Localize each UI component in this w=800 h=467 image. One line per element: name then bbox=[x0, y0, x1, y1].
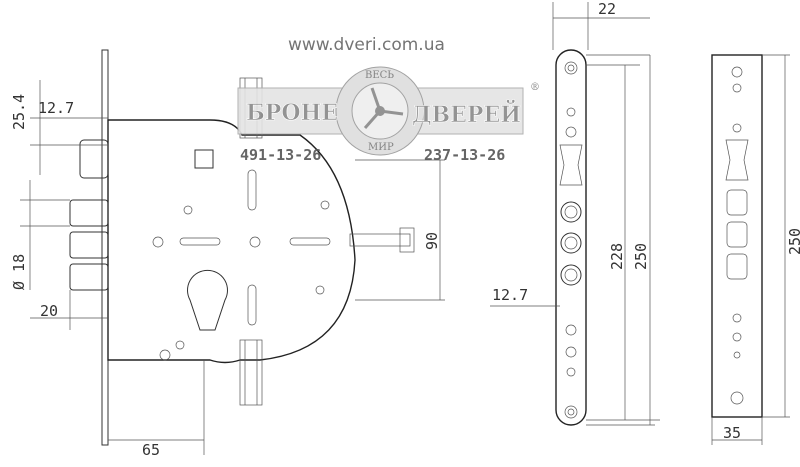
dim-bolt-diameter: Ø 18 bbox=[10, 254, 28, 290]
dim-hub-to-edge: 90 bbox=[423, 232, 441, 250]
phone-2: 237-13-26 bbox=[424, 146, 505, 164]
latch-opening bbox=[559, 144, 583, 186]
dimension-lines bbox=[20, 80, 445, 455]
phone-1: 491-13-26 bbox=[240, 146, 321, 164]
dim-backset: 65 bbox=[142, 441, 160, 459]
logo-text-right: ДВЕРЕЙ bbox=[412, 99, 521, 128]
slot bbox=[179, 237, 221, 246]
spindle-hub bbox=[194, 149, 214, 169]
lock-body-view bbox=[20, 49, 445, 455]
dim-strike-length: 250 bbox=[786, 228, 800, 255]
slot bbox=[289, 237, 331, 246]
strike-plate-view bbox=[711, 54, 790, 445]
slot bbox=[247, 169, 257, 211]
faceplate-view bbox=[490, 2, 660, 426]
logo-text-top: ВЕСЬ bbox=[365, 70, 394, 81]
logo-text-left: БРОНЕ bbox=[246, 100, 338, 126]
dim-faceplate-length: 250 bbox=[632, 243, 650, 270]
website-text: www.dveri.com.ua bbox=[288, 35, 445, 55]
cylinder-cutout bbox=[187, 269, 228, 331]
dim-strike-width: 35 bbox=[723, 424, 741, 442]
deadbolt-1 bbox=[69, 199, 109, 227]
latch-bolt bbox=[79, 139, 109, 179]
faceplate-outline bbox=[555, 49, 587, 426]
side-rod bbox=[349, 227, 415, 253]
strike-plate-outline bbox=[711, 54, 763, 418]
slot bbox=[247, 284, 257, 326]
dim-backset-offset: 12.7 bbox=[38, 99, 74, 117]
watermark: www.dveri.com.ua БРОНЕ ДВЕРЕЙ ВЕСЬ МИР ®… bbox=[237, 35, 540, 164]
logo-text-bottom: МИР bbox=[368, 142, 394, 153]
dim-bolt-projection: 20 bbox=[40, 302, 58, 320]
deadbolt-2 bbox=[69, 231, 109, 259]
registered-mark: ® bbox=[530, 82, 540, 93]
deadbolt-3 bbox=[69, 263, 109, 291]
lower-rod bbox=[239, 339, 263, 406]
dim-faceplate-inner-length: 228 bbox=[608, 243, 626, 270]
logo-propeller-icon bbox=[363, 87, 404, 129]
faceplate bbox=[101, 49, 109, 446]
dim-bolt-spacing: 25.4 bbox=[10, 94, 28, 130]
dim-faceplate-width: 22 bbox=[598, 0, 616, 18]
dim-faceplate-offset: 12.7 bbox=[492, 286, 528, 304]
